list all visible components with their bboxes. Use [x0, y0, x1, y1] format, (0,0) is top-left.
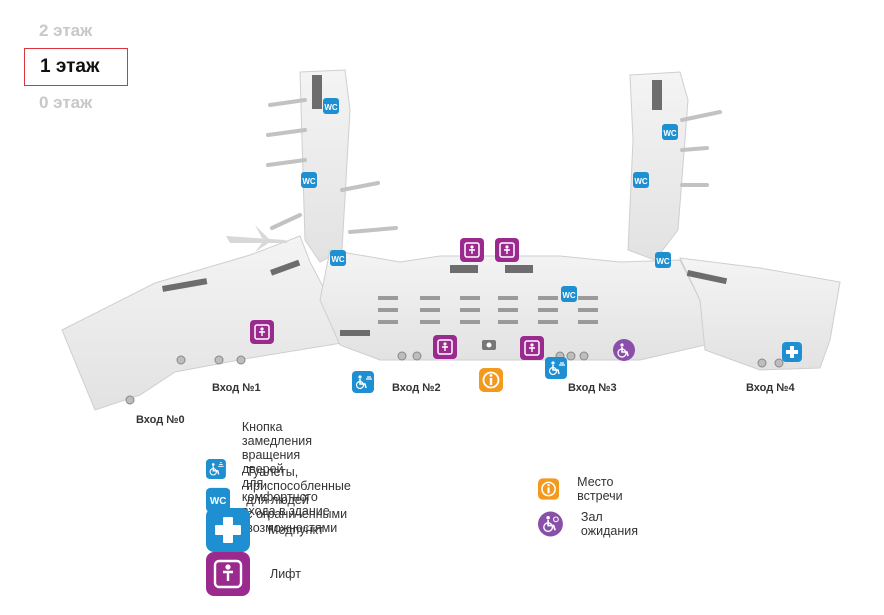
meeting-point-icon: [538, 478, 560, 500]
legend-label-accessible-wc: Туалеты, приспособленные для людей с огр…: [246, 465, 351, 535]
right-wing: [679, 257, 841, 371]
legend-item-elevator: Лифт: [206, 552, 301, 596]
wc-icon: WC: [206, 487, 231, 513]
entrance-4-label: Вход №4: [746, 382, 795, 394]
legend-item-medical: Медпункт: [206, 508, 324, 552]
entrance-2-label: Вход №2: [392, 382, 441, 394]
aircraft-icon: [226, 225, 288, 252]
check-in-desks: [378, 296, 598, 324]
wc-icon[interactable]: WC: [323, 98, 339, 114]
entrance-1-label: Вход №1: [212, 382, 261, 394]
waiting-room-icon: [538, 511, 563, 537]
door-slowdown-icon[interactable]: [352, 371, 374, 393]
wc-icon-label: WC: [634, 177, 648, 186]
wc-icon-label: WC: [302, 177, 316, 186]
legend-label-door-slowdown: Кнопка замедления вращения дверей для ко…: [241, 420, 330, 518]
elevator-icon: [206, 552, 250, 596]
waiting-room-icon[interactable]: [613, 339, 635, 361]
wc-icon[interactable]: WC: [561, 286, 577, 302]
escalators: [161, 75, 728, 336]
elevator-icon[interactable]: [520, 336, 544, 360]
wc-icon[interactable]: WC: [633, 172, 649, 188]
door-slowdown-icon[interactable]: [545, 357, 567, 379]
legend-label-waiting-room: Зал ожидания: [580, 510, 638, 538]
wc-icon[interactable]: WC: [655, 252, 671, 268]
wc-icon-label: WC: [562, 291, 576, 300]
legend-label-medical: Медпункт: [268, 523, 324, 537]
jet-bridges-right: [680, 110, 722, 187]
legend-item-door-slowdown: Кнопка замедления вращения дверей для ко…: [206, 420, 342, 518]
legend-wc-icon-label: WC: [210, 496, 226, 507]
floor-2-button[interactable]: 2 этаж: [39, 21, 93, 40]
door-slowdown-icon: [206, 459, 226, 479]
right-pier: [627, 71, 689, 261]
elevator-icon[interactable]: [250, 320, 274, 344]
elevator-icon[interactable]: [433, 335, 457, 359]
legend-item-meeting-point: Место встречи: [538, 473, 633, 505]
elevator-icon[interactable]: [495, 238, 519, 262]
wc-icon-label: WC: [656, 257, 670, 266]
legend-label-elevator: Лифт: [270, 567, 301, 581]
camera-icon: [482, 340, 496, 350]
legend-label-meeting-point: Место встречи: [577, 475, 623, 503]
floor-0-button[interactable]: 0 этаж: [39, 93, 93, 112]
floor-selector: 2 этаж 1 этаж 0 этаж: [24, 14, 128, 120]
wc-icon[interactable]: WC: [301, 172, 317, 188]
medical-icon: [206, 508, 250, 552]
entrance-3-label: Вход №3: [568, 382, 617, 394]
floor-1-button[interactable]: 1 этаж: [24, 48, 128, 86]
left-wing: [61, 235, 361, 411]
wc-icon-label: WC: [331, 255, 345, 264]
revolving-doors: [125, 351, 784, 405]
wc-icon-label: WC: [663, 129, 677, 138]
medical-icon[interactable]: [782, 342, 802, 362]
wc-icon[interactable]: WC: [662, 124, 678, 140]
jet-bridges-left: [266, 98, 398, 234]
wc-icon[interactable]: WC: [330, 250, 346, 266]
wc-icon-label: WC: [324, 103, 338, 112]
legend-item-accessible-wc: WC Туалеты, приспособленные для людей с …: [206, 465, 371, 535]
entrance-0-label: Вход №0: [136, 414, 185, 426]
elevator-icon[interactable]: [460, 238, 484, 262]
legend-item-waiting-room: Зал ожидания: [538, 508, 645, 540]
meeting-point-icon[interactable]: [479, 368, 503, 392]
